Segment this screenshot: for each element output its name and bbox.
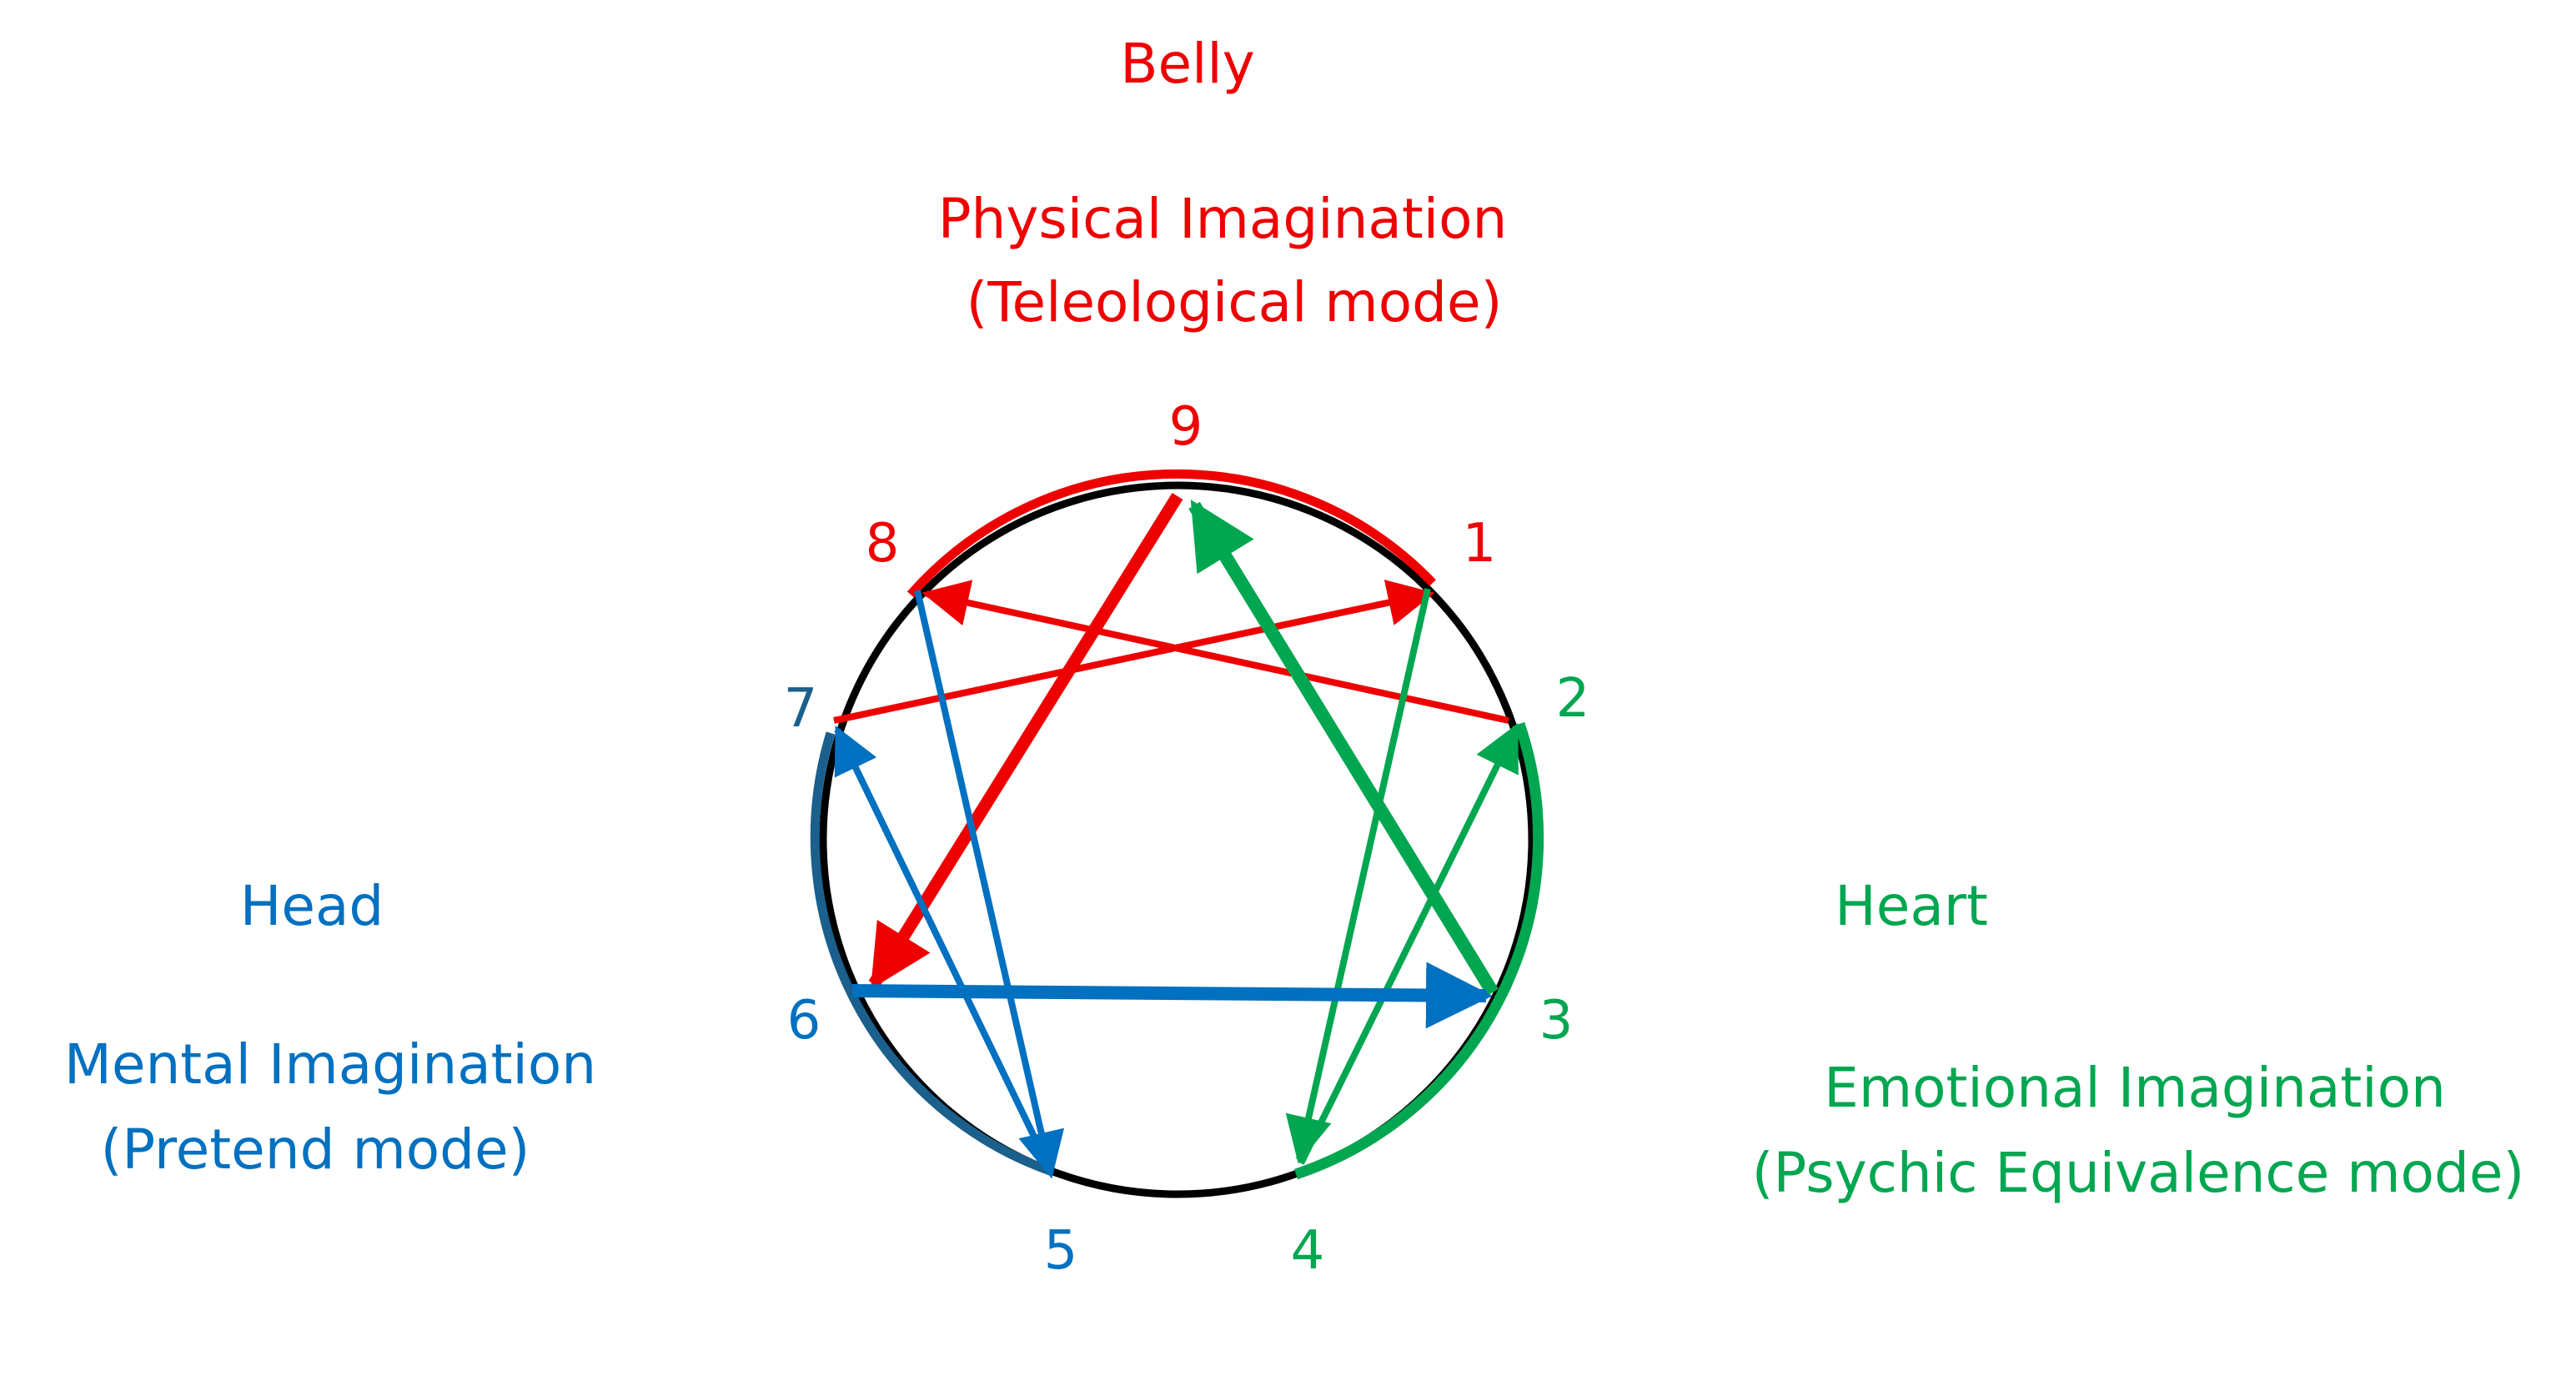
point-5-label: 5 [1043,1220,1078,1282]
arrow-7-to-1 [833,580,1435,724]
heart-line1: Emotional Imagination [1824,1056,2446,1120]
belly-line1: Physical Imagination [937,187,1508,251]
arrow-8-to-5 [914,590,1065,1179]
heart-title: Heart [1835,874,1988,938]
head-line2: (Pretend mode) [100,1117,530,1182]
arrow-9-to-6 [868,493,1183,990]
heart-arc [1293,721,1544,1180]
heart-line2: (Psychic Equivalence mode) [1751,1141,2525,1205]
point-1-label: 1 [1462,513,1497,575]
arrow-4-to-2 [1298,722,1519,1165]
point-4-label: 4 [1290,1220,1325,1282]
arrow-6-to-3 [851,962,1493,1029]
head-line1: Mental Imagination [63,1032,597,1097]
arrow-2-to-8 [921,580,1509,724]
belly-title: Belly [1120,32,1255,96]
arrow-1-to-4 [1285,588,1431,1164]
enneagram-circle [819,481,1536,1198]
head-title: Head [239,874,384,938]
belly-line2: (Teleological mode) [966,270,1503,334]
point-7-label: 7 [783,678,818,740]
point-8-label: 8 [865,513,900,575]
arrow-5-to-7 [834,725,1052,1169]
arrow-3-to-9 [1188,500,1499,997]
point-3-label: 3 [1539,990,1574,1052]
belly-arc [906,469,1436,598]
point-2-label: 2 [1555,668,1590,730]
point-6-label: 6 [786,990,821,1052]
point-9-label: 9 [1168,396,1203,458]
